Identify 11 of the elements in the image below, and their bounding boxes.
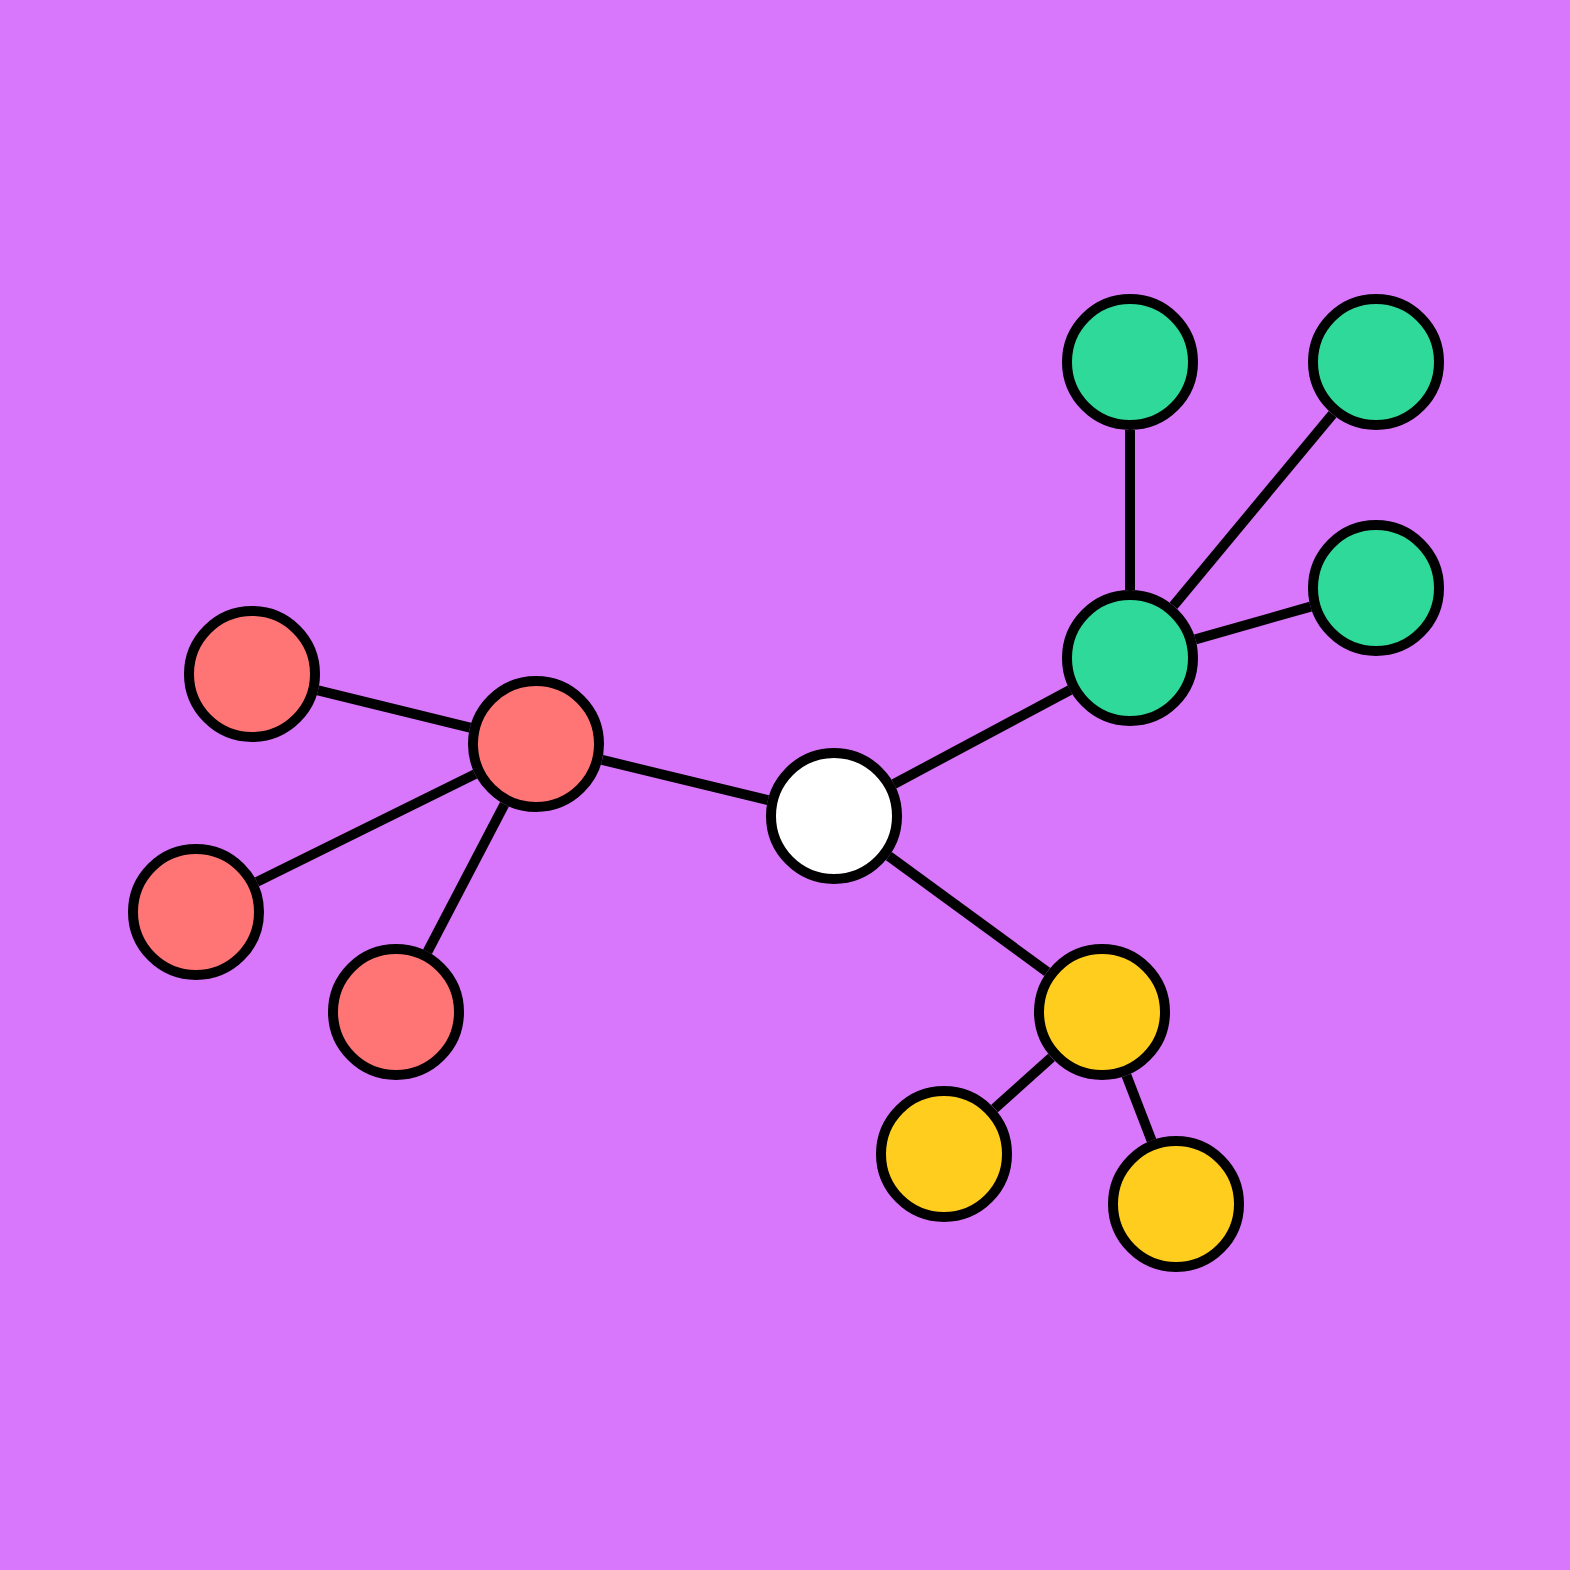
connector-line — [254, 769, 478, 887]
connector-line — [891, 685, 1073, 789]
connector-line — [1169, 411, 1337, 609]
connector-line — [423, 801, 509, 955]
connector-line — [316, 685, 472, 733]
connector-line — [600, 755, 770, 805]
connector-line — [991, 1053, 1055, 1113]
connector-line — [1125, 430, 1135, 590]
connector-line — [885, 852, 1051, 976]
connector-line — [1121, 1073, 1157, 1143]
connector-line — [1194, 601, 1312, 645]
